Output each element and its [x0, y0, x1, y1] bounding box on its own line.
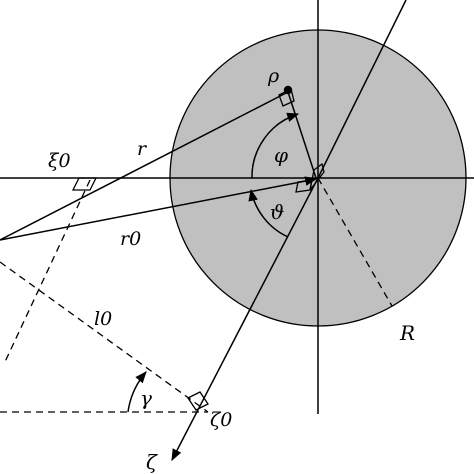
label-zeta: ζ — [146, 450, 158, 474]
center-tilted-marker — [309, 162, 325, 191]
label-rho: ρ — [267, 65, 280, 87]
right-angle-xi0 — [71, 177, 98, 191]
label-r0: r0 — [120, 228, 141, 250]
label-R: R — [399, 321, 415, 345]
label-xi0: ξ0 — [48, 150, 71, 172]
r0-line — [0, 176, 318, 241]
label-l0: l0 — [94, 308, 112, 330]
dashed-l0-line — [0, 261, 209, 413]
label-zeta0: ζ0 — [210, 409, 232, 431]
label-theta: ϑ — [270, 200, 284, 224]
dashed-radius — [317, 177, 393, 307]
slanted-line — [317, 0, 407, 179]
rho-to-center-line — [287, 91, 317, 179]
label-r: r — [137, 138, 148, 160]
label-gamma: γ — [140, 386, 152, 410]
r-line — [0, 91, 289, 241]
zeta-axis — [171, 177, 319, 462]
theta-arc — [248, 188, 289, 238]
right-angle-rho — [278, 88, 295, 107]
label-phi: φ — [274, 143, 288, 167]
dashed-xi-line — [3, 179, 91, 365]
right-angle-zeta0 — [187, 391, 209, 411]
phi-arc — [251, 112, 300, 179]
gamma-arc — [127, 371, 147, 413]
